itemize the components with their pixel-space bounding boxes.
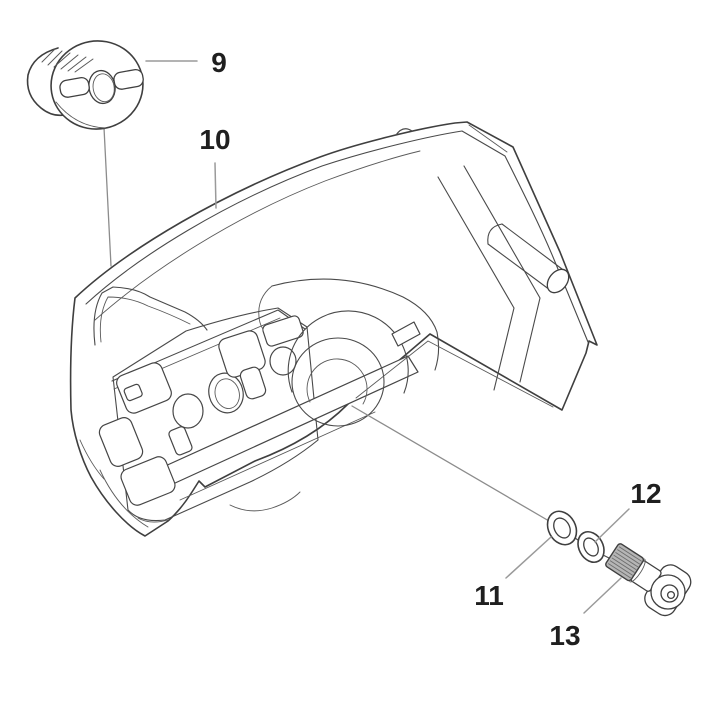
cap-slot-right bbox=[113, 68, 144, 90]
leader-11 bbox=[505, 536, 552, 579]
label-part-9: 9 bbox=[211, 47, 227, 78]
underside-ridge-line bbox=[355, 340, 554, 408]
part-labels: 9 10 11 12 13 bbox=[199, 47, 661, 651]
cap-center-hole-inner bbox=[92, 73, 115, 103]
foot-inner-1 bbox=[99, 469, 149, 528]
screw-axis-line bbox=[351, 405, 550, 522]
leader-10 bbox=[214, 162, 217, 209]
cutout-7 bbox=[239, 366, 267, 400]
cover-top-bump bbox=[395, 128, 413, 136]
part-13-screw bbox=[605, 543, 692, 617]
screw-head-hole bbox=[666, 590, 676, 600]
cover-scoop bbox=[271, 278, 440, 371]
cutout-8 bbox=[123, 383, 143, 402]
cover-outline bbox=[69, 121, 598, 537]
label-part-13: 13 bbox=[549, 620, 580, 651]
cutout-3 bbox=[120, 456, 176, 506]
cap-rim-line bbox=[55, 101, 107, 129]
label-part-12: 12 bbox=[630, 478, 661, 509]
part-11-washer bbox=[546, 510, 578, 546]
label-part-11: 11 bbox=[474, 580, 504, 611]
boss-tab bbox=[391, 321, 421, 347]
cutout-6 bbox=[262, 315, 304, 347]
peg bbox=[487, 223, 570, 294]
cover-rim-second-line bbox=[94, 150, 421, 321]
cutout-4 bbox=[168, 426, 193, 456]
washer-11-hole bbox=[553, 517, 571, 539]
cover-panel bbox=[112, 307, 319, 522]
chevron-2 bbox=[463, 165, 541, 383]
foot-inner-2 bbox=[79, 439, 105, 480]
cutout-hole-right bbox=[269, 346, 297, 376]
chevron-1 bbox=[437, 176, 515, 391]
cap-hatch bbox=[41, 48, 94, 73]
leader-13 bbox=[583, 577, 622, 614]
boss-inner-arc bbox=[306, 358, 368, 405]
bracket-bar-lower bbox=[179, 411, 376, 501]
boss-ring bbox=[291, 337, 385, 427]
part-9-cap bbox=[26, 40, 144, 130]
bottom-foot-detail bbox=[229, 491, 301, 512]
cutout-oval-inner bbox=[214, 378, 240, 409]
cover-corner-line bbox=[468, 124, 508, 153]
cutout-2 bbox=[98, 417, 144, 467]
boss-outer-arc bbox=[287, 310, 409, 394]
cover-ear-inner bbox=[99, 296, 191, 343]
leader-lines bbox=[145, 60, 630, 614]
peg-end-opening bbox=[546, 268, 570, 294]
cutout-hole-small bbox=[172, 393, 204, 429]
cover-rim-inner-line bbox=[85, 130, 589, 343]
part-10-cover bbox=[69, 121, 598, 537]
foot-inner-3 bbox=[137, 517, 169, 523]
cover-ear bbox=[93, 286, 208, 346]
screw-spline-shaft bbox=[605, 543, 646, 583]
cap-slot-left bbox=[59, 76, 90, 98]
label-part-10: 10 bbox=[199, 124, 230, 155]
leader-12 bbox=[594, 508, 630, 543]
